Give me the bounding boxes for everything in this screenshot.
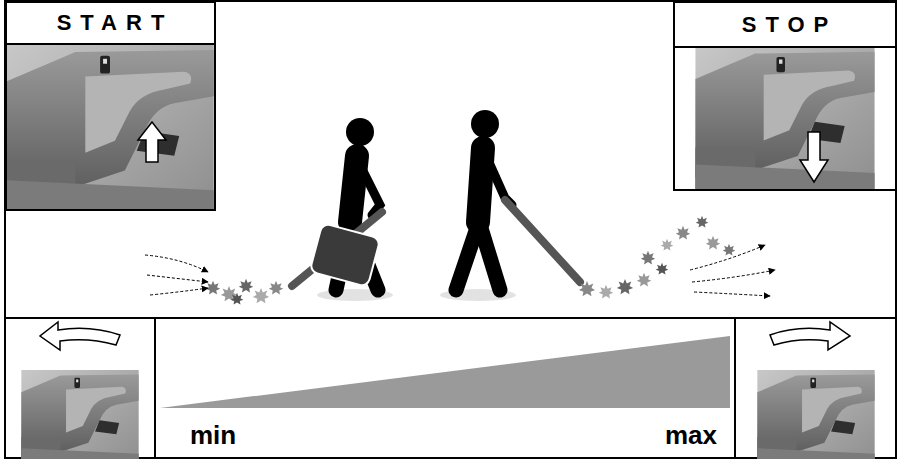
instruction-panel: STOP <box>673 1 897 191</box>
person-blow <box>456 110 580 290</box>
dial-photo <box>21 370 138 459</box>
panel-heading: STOP <box>675 3 895 48</box>
leaves <box>206 216 736 305</box>
speed-label: max <box>665 420 717 451</box>
down-arrow <box>800 132 828 182</box>
up-arrow <box>138 122 166 162</box>
rotate-right-arrow <box>770 322 850 350</box>
trigger-photo <box>695 45 874 190</box>
speed-ramp <box>160 336 730 408</box>
airflow-arrows <box>145 245 775 296</box>
trigger-photo <box>6 42 214 210</box>
speed-label: min <box>190 420 236 451</box>
dial-photo <box>757 370 874 459</box>
panel-heading: START <box>7 3 214 45</box>
instruction-panel: START <box>5 1 216 211</box>
rotate-left-arrow <box>40 322 120 350</box>
person-vacuum <box>292 118 382 290</box>
